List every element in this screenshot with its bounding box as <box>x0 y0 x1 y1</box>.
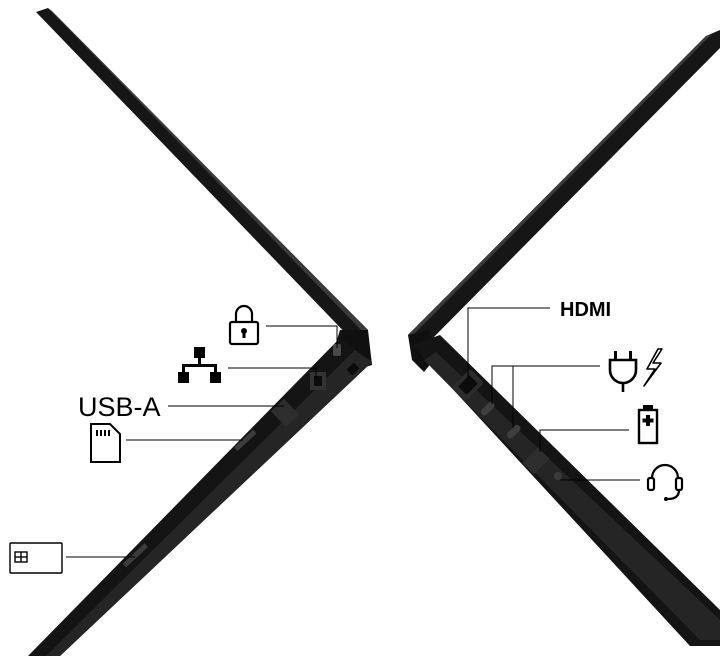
smart-card-slot <box>122 543 149 568</box>
ethernet-icon <box>178 347 221 383</box>
hdmi-label: HDMI <box>560 299 611 321</box>
ethernet-leader-line <box>228 367 317 378</box>
right-leader-lines <box>467 307 640 481</box>
left-leader-lines <box>66 325 338 558</box>
smart-card-icon <box>9 542 63 574</box>
sd-card-icon <box>90 423 121 463</box>
battery-leader-line <box>539 429 629 452</box>
charge-bolt-icon <box>643 348 663 387</box>
audio-jack <box>554 472 562 480</box>
right-laptop-lid <box>408 30 720 347</box>
security-lock-slot <box>333 344 341 356</box>
left-laptop-lid <box>36 8 368 343</box>
usb-c-port-1 <box>480 401 495 416</box>
usb-a-port-right <box>522 447 550 475</box>
lock-leader-line <box>266 325 338 348</box>
right-laptop <box>408 30 720 646</box>
usb-a-label: USB-A <box>78 392 161 422</box>
usb-c-port-2 <box>506 424 521 439</box>
sd-card-slot <box>234 429 257 452</box>
battery-icon <box>637 405 659 445</box>
power-plug-icon <box>608 348 663 392</box>
right-ports <box>452 369 562 480</box>
power-leader-line-1 <box>491 365 600 404</box>
security-lock-slot-icon <box>228 304 260 346</box>
hdmi-leader-line <box>467 307 550 378</box>
left-laptop <box>28 8 372 656</box>
headset-icon <box>646 463 684 501</box>
